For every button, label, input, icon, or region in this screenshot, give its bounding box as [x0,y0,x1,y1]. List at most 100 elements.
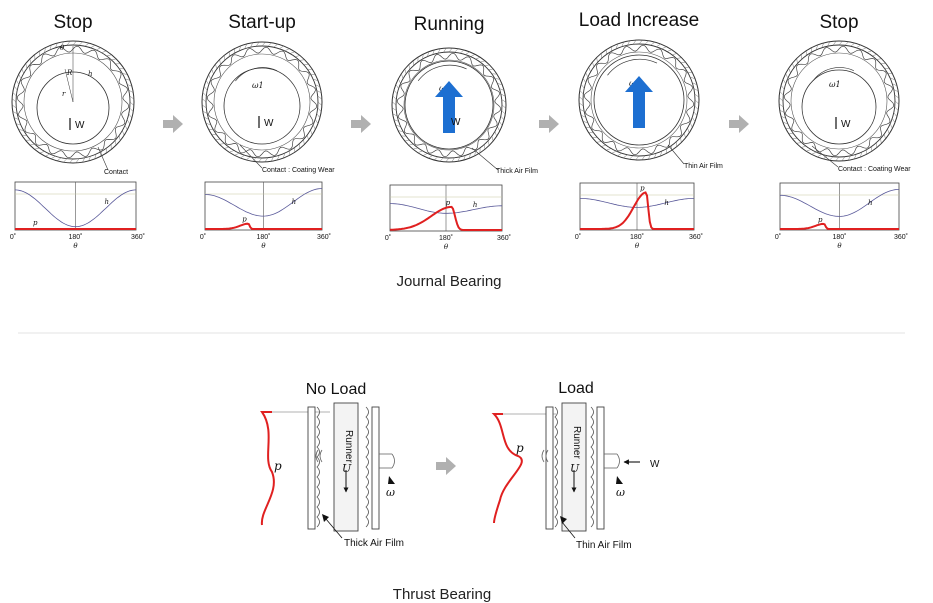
foil-right-2 [590,406,594,528]
theta-symbol: θ [60,44,65,52]
pressure-plot-1: ph0˚180˚360˚θ [10,181,145,250]
h-symbol: h [88,70,93,78]
callout-running: Thick Air Film [496,168,538,175]
stage-title-3: Running [414,14,485,35]
thrust-W-label: W [650,459,660,470]
foil-wave [396,52,502,158]
p-curve-label: p [446,199,451,207]
pressure-curve [389,205,502,231]
load-arrow-icon [625,76,653,128]
tick-360: 360˚ [497,234,511,242]
tick-360: 360˚ [131,233,145,241]
foil-wave [206,46,318,158]
stage-title-2: Start-up [228,12,296,33]
thrust-p-label-2: p [516,441,524,455]
thrust-U-label-2: U [570,462,580,475]
load-w-label: W [264,118,274,129]
stage-title-1: Stop [53,12,92,33]
thrust-omega-1: ω [386,486,395,499]
journal-section-label: Journal Bearing [396,273,501,290]
R-symbol: R [66,69,73,77]
tick-0: 0˚ [775,233,781,241]
journal-shaft [404,60,494,150]
pressure-curve [205,222,322,230]
callout-stop-2: Contact : Coating Wear [838,166,911,173]
thrust-U-label-1: U [342,462,352,475]
stage-title-4: Load Increase [579,10,699,31]
callout-load-increase: Thin Air Film [684,163,723,170]
thrust-title-no-load: No Load [306,381,367,398]
callout-startup: Contact : Coating Wear [262,167,335,174]
tick-180: 180˚ [630,233,644,241]
thrust-title-load: Load [558,380,594,397]
bearing-ring-4: ω2 [578,39,700,161]
flow-arrow-4 [729,115,749,133]
tick-360: 360˚ [894,233,908,241]
thrust-p-label-1: p [274,459,282,473]
pressure-curve [780,222,899,230]
h-curve-label: h [473,201,478,209]
theta-axis-label: θ [837,242,842,250]
theta-axis-label: θ [444,243,449,251]
runner-label-1: Runner [343,430,354,463]
tick-0: 0˚ [575,233,581,241]
load-arrow-icon [435,81,463,133]
foil-wave [16,45,130,159]
stage-title-5: Stop [819,12,858,33]
gap-curve [204,188,323,217]
thrust-section-label: Thrust Bearing [393,586,491,603]
p-curve-label: p [640,184,645,192]
journal-callouts: Contact Contact : Coating Wear Thick Air… [97,144,911,176]
tick-0: 0˚ [200,233,206,241]
film-label-thick: Thick Air Film [344,538,404,549]
bearing-ring-2: ω1W [201,41,323,163]
film-label-thin: Thin Air Film [576,540,632,551]
omega-label: ω1 [252,81,264,90]
gap-curve [390,203,502,214]
pressure-plot-5: ph0˚180˚360˚θ [775,182,908,250]
foil-wave [583,44,695,156]
foil-wave [783,45,895,157]
journal-shaft [593,54,685,146]
bearing-ring-3: ω2W [391,47,507,163]
foil-left-2 [554,406,558,528]
journal-titles: Stop Start-up Running Load Increase Stop [53,10,858,35]
omega-label: ω1 [829,80,841,89]
flow-arrow-3 [539,115,559,133]
tick-180: 180˚ [832,233,846,241]
h-curve-label: h [292,198,297,206]
stage-flow-arrows [163,115,749,133]
h-curve-label: h [868,199,873,207]
thrust-omega-2: ω [616,486,625,499]
gap-curve [14,189,137,228]
tick-180: 180˚ [439,234,453,242]
theta-axis-label: θ [635,242,640,250]
gap-curve [580,198,694,208]
tick-0: 0˚ [10,233,16,241]
callout-stop: Contact [104,169,128,176]
h-curve-label: h [105,198,110,206]
journal-bearing-rings: WθRhrω1Wω2Wω2ω1W [11,39,900,164]
theta-axis-label: θ [73,242,78,250]
load-w-label: W [451,117,461,128]
tick-360: 360˚ [689,233,703,241]
pressure-plot-2: ph0˚180˚360˚θ [200,181,331,250]
thrust-panel-no-load: No Load p Runner U ω Thick Air Film [260,381,404,549]
r-symbol: r [62,90,66,98]
h-curve-label: h [664,199,669,207]
gap-curve [780,189,900,217]
tick-360: 360˚ [317,233,331,241]
tick-180: 180˚ [68,233,82,241]
pressure-profile-load [491,413,523,524]
pressure-profile-no-load [260,411,275,526]
tick-180: 180˚ [256,233,270,241]
pressure-curve [580,191,694,230]
flow-arrow-2 [351,115,371,133]
thrust-flow-arrow [436,457,456,475]
theta-axis-label: θ [261,242,266,250]
journal-shaft [801,69,877,145]
